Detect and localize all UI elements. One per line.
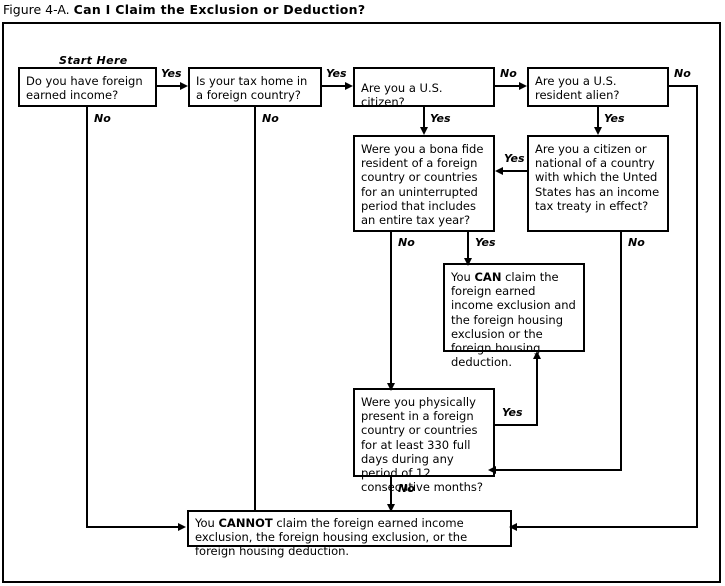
node-q3-us-citizen[interactable]: Are you a U.S. citizen?	[353, 67, 495, 109]
figure-title: Can I Claim the Exclusion or Deduction?	[73, 2, 366, 17]
edge-label-q3-no: No	[500, 67, 517, 80]
edge-q7-yes-horizontal	[495, 424, 538, 426]
edge-q6-no-vertical	[620, 231, 622, 471]
edge-q1-no-arrowhead	[178, 523, 186, 531]
edge-q4-yes-vertical	[597, 106, 599, 128]
cannot-emphasis: CANNOT	[218, 516, 273, 530]
edge-q7-no-vertical	[390, 476, 392, 508]
edge-q6-yes-line	[503, 170, 527, 172]
figure-number: Figure 4-A.	[3, 2, 70, 17]
edge-q3-yes-arrowhead	[420, 127, 428, 135]
edge-label-q6-no: No	[628, 236, 645, 249]
flowchart-frame: Start Here Do you have foreign earned in…	[2, 22, 721, 583]
cannot-text-prefix: You	[195, 516, 219, 530]
edge-q6-yes-arrowhead	[495, 167, 503, 175]
edge-q1-yes-line	[157, 85, 182, 87]
can-emphasis: CAN	[474, 270, 502, 284]
edge-label-q4-no: No	[674, 67, 691, 80]
edge-right-trunk-vertical	[696, 85, 698, 528]
edge-label-q1-no: No	[94, 112, 111, 125]
edge-label-q2-yes: Yes	[326, 67, 347, 80]
edge-q4-yes-arrowhead	[594, 127, 602, 135]
edge-q1-no-vertical	[86, 106, 88, 528]
node-q6-treaty-country-national[interactable]: Are you a citizen or national of a count…	[527, 135, 669, 232]
edge-q1-yes-arrowhead	[180, 82, 188, 90]
edge-q5-yes-arrowhead	[464, 258, 472, 266]
node-q7-physical-presence[interactable]: Were you physically present in a foreign…	[353, 388, 495, 494]
edge-label-q5-yes: Yes	[475, 236, 496, 249]
node-q1-foreign-earned-income[interactable]: Do you have foreign earned income?	[18, 67, 157, 107]
start-here-label: Start Here	[59, 54, 128, 67]
edge-label-q1-yes: Yes	[161, 67, 182, 80]
edge-q7-yes-vertical	[536, 358, 538, 426]
edge-q7-no-arrowhead	[387, 504, 395, 512]
edge-q5-no-vertical	[390, 231, 392, 388]
can-text-rest: claim the foreign earned income exclusio…	[451, 270, 576, 370]
edge-label-q7-yes: Yes	[502, 406, 523, 419]
edge-label-q7-no: No	[398, 482, 415, 495]
edge-q3-yes-vertical	[423, 106, 425, 128]
edge-label-q4-yes: Yes	[604, 112, 625, 125]
edge-q6-no-to-q7	[495, 469, 622, 471]
figure-caption: Figure 4-A. Can I Claim the Exclusion or…	[3, 1, 703, 19]
node-q5-bona-fide-resident[interactable]: Were you a bona fide resident of a forei…	[353, 135, 495, 232]
edge-q4-no-line	[669, 85, 698, 87]
edge-q3-no-line	[495, 85, 521, 87]
edge-right-trunk-arrowhead	[509, 523, 517, 531]
edge-q5-yes-vertical	[467, 231, 469, 262]
node-q2-tax-home-foreign-country[interactable]: Is your tax home in a foreign country?	[188, 67, 322, 107]
edge-q1-no-to-cannot	[86, 526, 180, 528]
edge-q6-no-arrowhead	[488, 466, 496, 474]
node-outcome-cannot-claim[interactable]: You CANNOT claim the foreign earned inco…	[187, 510, 512, 558]
edge-q5-no-arrowhead	[387, 383, 395, 391]
edge-label-q6-yes: Yes	[504, 152, 525, 165]
node-q4-us-resident-alien[interactable]: Are you a U.S. resident alien?	[527, 67, 669, 107]
edge-label-q5-no: No	[398, 236, 415, 249]
edge-q2-no-vertical	[254, 106, 256, 512]
edge-q2-yes-arrowhead	[345, 82, 353, 90]
cannot-text-rest: claim the foreign earned income exclusio…	[195, 516, 468, 559]
edge-label-q3-yes: Yes	[430, 112, 451, 125]
edge-label-q2-no: No	[262, 112, 279, 125]
edge-q3-no-arrowhead	[519, 82, 527, 90]
edge-q7-yes-arrowhead	[533, 351, 541, 359]
edge-right-trunk-to-cannot	[516, 526, 698, 528]
can-text-prefix: You	[451, 270, 475, 284]
edge-q2-yes-line	[322, 85, 347, 87]
node-outcome-can-claim[interactable]: You CAN claim the foreign earned income …	[443, 263, 585, 369]
